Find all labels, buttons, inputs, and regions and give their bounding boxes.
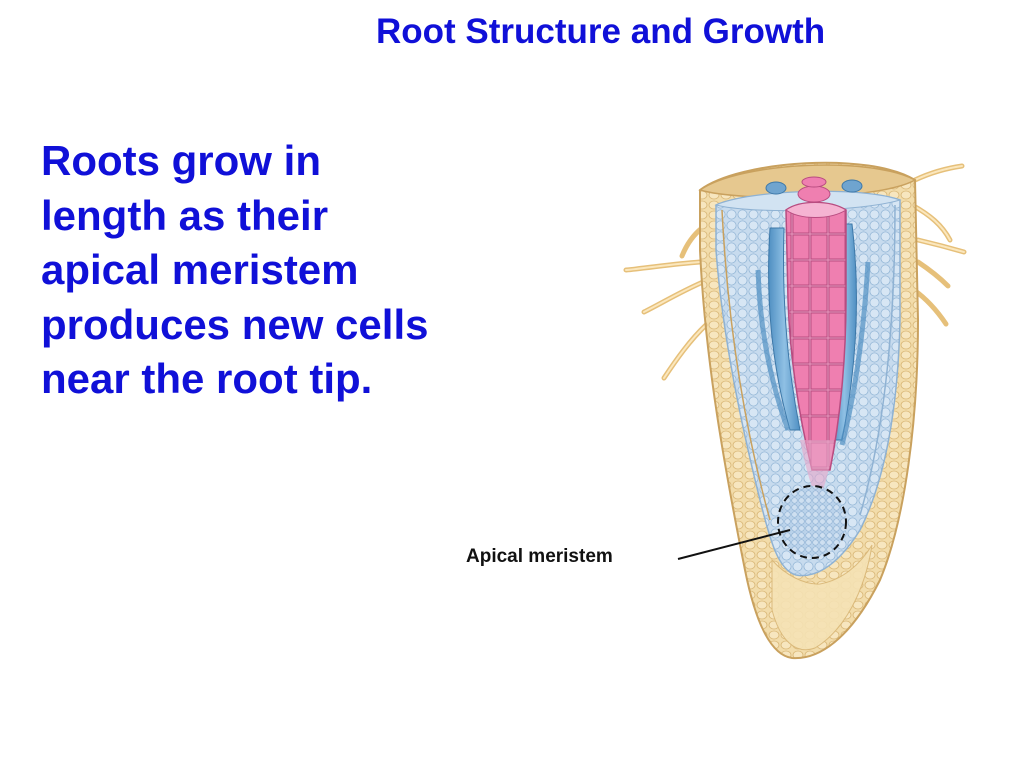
body-line-2: length as their	[41, 191, 329, 239]
body-line-4: produces new cells	[41, 300, 429, 348]
slide-title: Root Structure and Growth	[376, 12, 826, 51]
root-cap	[771, 544, 873, 651]
body-line-1: Roots grow in	[41, 137, 321, 184]
body-text: Roots grow in length as their apical mer…	[41, 134, 521, 407]
apical-meristem-region	[778, 486, 846, 558]
apical-meristem-label: Apical meristem	[466, 546, 613, 567]
vascular-bundles-top	[765, 176, 863, 203]
phloem-left	[768, 227, 801, 431]
apical-meristem-outline	[777, 485, 847, 559]
callout-leader-line	[677, 529, 791, 560]
body-line-5: near the root tip.	[41, 355, 373, 402]
body-line-3: apical meristem	[41, 246, 359, 293]
